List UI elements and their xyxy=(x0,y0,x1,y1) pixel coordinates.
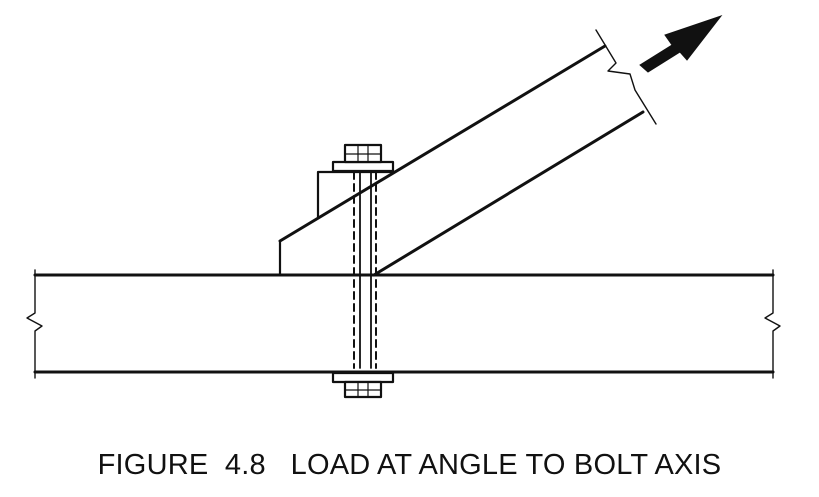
figure-caption: FIGURE 4.8 LOAD AT ANGLE TO BOLT AXIS xyxy=(0,449,819,482)
inclined-break-line xyxy=(595,29,657,125)
bolt xyxy=(353,171,377,369)
inclined-member xyxy=(278,44,645,277)
horizontal-member xyxy=(33,273,775,374)
break-lines xyxy=(26,29,781,379)
figure-title: LOAD AT ANGLE TO BOLT AXIS xyxy=(290,449,722,481)
load-arrow xyxy=(639,14,723,73)
figure-drawing xyxy=(26,14,781,399)
top-nut xyxy=(331,143,395,173)
right-break-line xyxy=(764,269,781,379)
left-break-line xyxy=(26,269,43,379)
bottom-nut xyxy=(331,371,395,399)
figure-number: FIGURE 4.8 xyxy=(97,449,266,481)
